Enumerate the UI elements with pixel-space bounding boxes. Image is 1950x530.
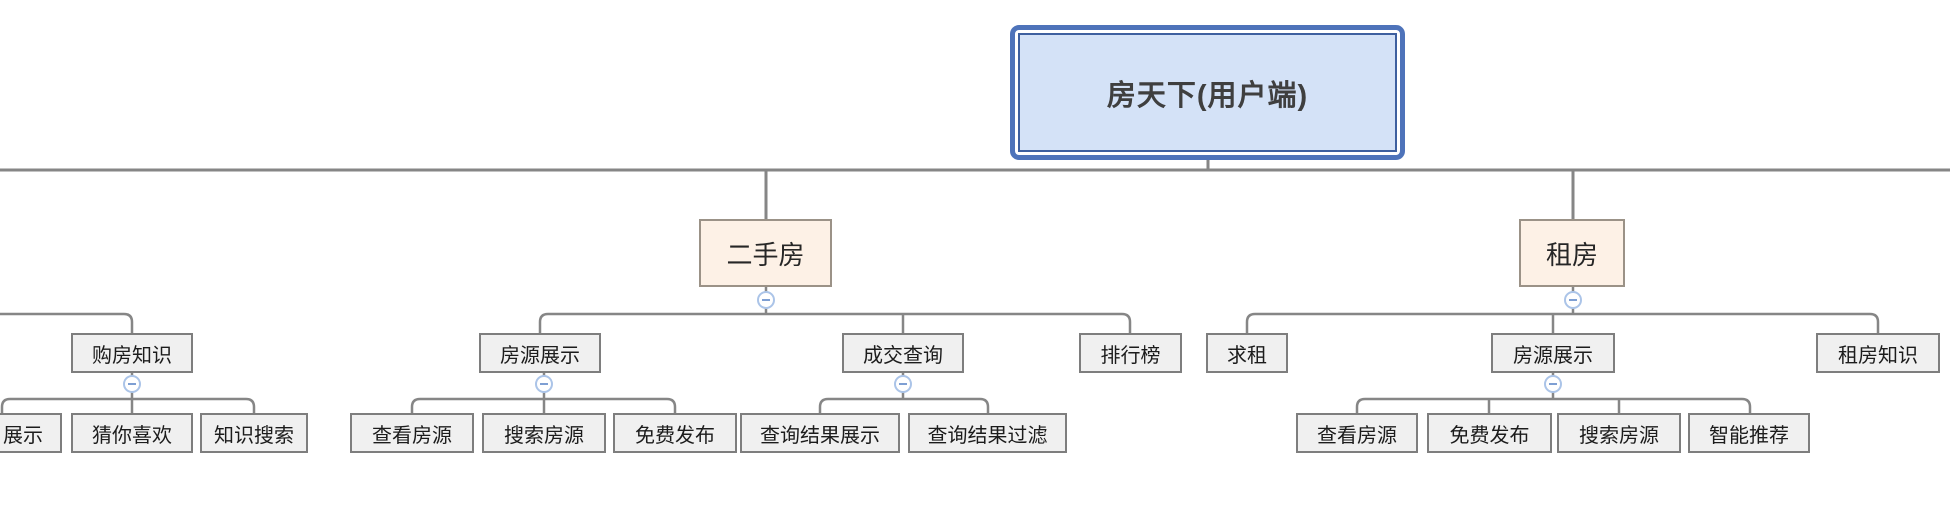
- node-sousuofangyuan-ershoufang[interactable]: 搜索房源: [482, 413, 606, 453]
- minus-icon: [540, 383, 548, 385]
- connector: [538, 312, 1132, 333]
- node-mianfeifabu-ershoufang[interactable]: 免费发布: [613, 413, 737, 453]
- node-fangyuanzhanshi-ershoufang[interactable]: 房源展示: [479, 333, 601, 373]
- node-zhanshi-cutoff[interactable]: 展示: [0, 413, 62, 453]
- node-chaxunjieguozhanshi[interactable]: 查询结果展示: [740, 413, 900, 453]
- node-mianfeifabu-zufang[interactable]: 免费发布: [1427, 413, 1552, 453]
- node-chakanfangyuan-zufang[interactable]: 查看房源: [1296, 413, 1418, 453]
- node-chaxunjieguoguolv[interactable]: 查询结果过滤: [908, 413, 1067, 453]
- node-goufangzhishi[interactable]: 购房知识: [71, 333, 193, 373]
- minus-icon: [762, 299, 770, 301]
- collapse-icon-fangyuanzhanshi-ershoufang[interactable]: [535, 375, 553, 393]
- collapse-icon-chengjiaochaxun[interactable]: [894, 375, 912, 393]
- collapse-icon-ershoufang[interactable]: [757, 291, 775, 309]
- node-zhishisousuo[interactable]: 知识搜索: [200, 413, 308, 453]
- minus-icon: [1549, 383, 1557, 385]
- node-zufang[interactable]: 租房: [1519, 219, 1625, 287]
- node-chengjiaochaxun[interactable]: 成交查询: [842, 333, 964, 373]
- collapse-icon-fangyuanzhanshi-zufang[interactable]: [1544, 375, 1562, 393]
- connector: [818, 397, 990, 413]
- connector: [1355, 397, 1752, 413]
- connector: [0, 312, 134, 333]
- node-qiuzu[interactable]: 求租: [1206, 333, 1288, 373]
- minus-icon: [1569, 299, 1577, 301]
- collapse-icon-zufang[interactable]: [1564, 291, 1582, 309]
- root-node-label: 房天下(用户端): [1018, 33, 1397, 152]
- node-zufangzhishi[interactable]: 租房知识: [1816, 333, 1940, 373]
- node-ershoufang[interactable]: 二手房: [699, 219, 832, 287]
- root-node[interactable]: 房天下(用户端): [1010, 25, 1405, 160]
- collapse-icon-goufangzhishi[interactable]: [123, 375, 141, 393]
- node-zhinengtuijian[interactable]: 智能推荐: [1688, 413, 1810, 453]
- minus-icon: [128, 383, 136, 385]
- connector: [1245, 312, 1880, 333]
- connector: [0, 397, 256, 413]
- minus-icon: [899, 383, 907, 385]
- node-paihangbang[interactable]: 排行榜: [1079, 333, 1182, 373]
- node-chakanfangyuan-ershoufang[interactable]: 查看房源: [350, 413, 474, 453]
- node-sousuofangyuan-zufang[interactable]: 搜索房源: [1557, 413, 1681, 453]
- node-fangyuanzhanshi-zufang[interactable]: 房源展示: [1491, 333, 1615, 373]
- node-cainixihuan[interactable]: 猜你喜欢: [71, 413, 193, 453]
